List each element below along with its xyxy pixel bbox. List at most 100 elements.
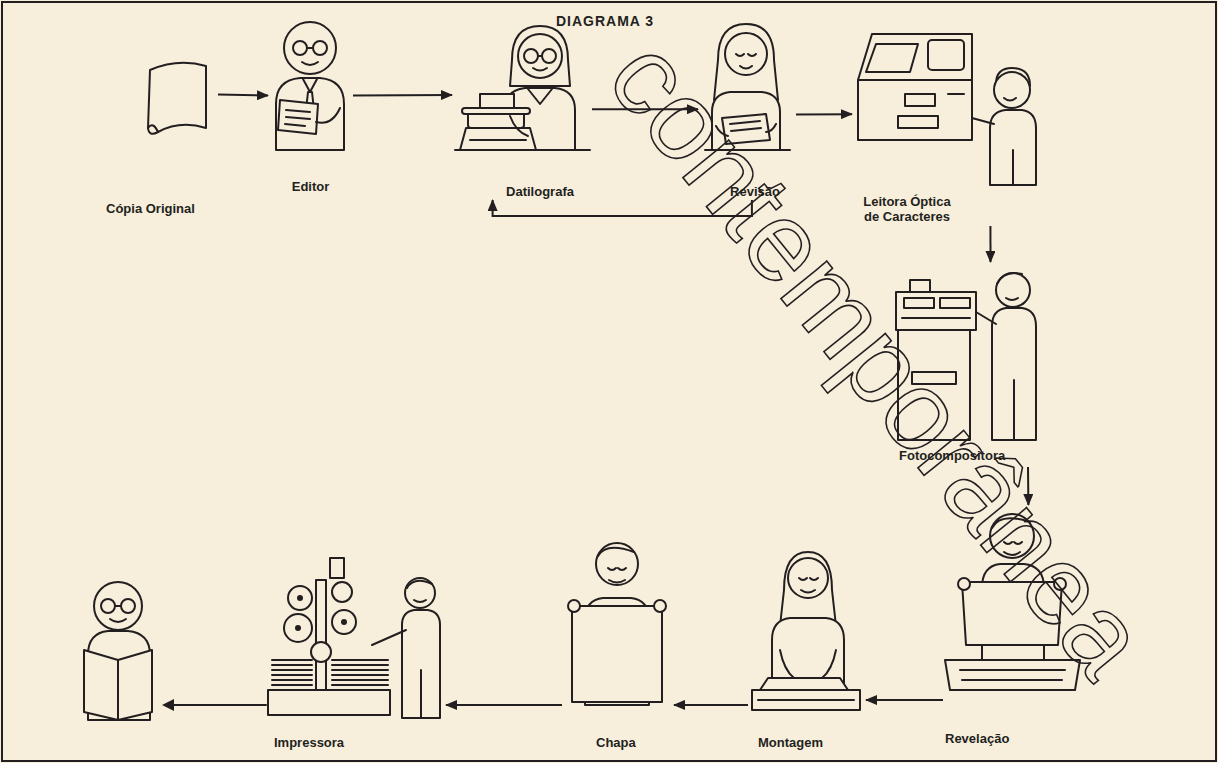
drawing-stroke <box>84 650 152 720</box>
station-node: Chapa <box>562 530 674 750</box>
drawing-stroke <box>510 26 570 86</box>
drawing-stroke <box>332 610 356 634</box>
drawing-stroke <box>910 280 930 292</box>
drawing-stroke <box>712 92 780 150</box>
drawing-stroke <box>316 108 340 123</box>
drawing-stroke <box>958 578 970 590</box>
drawing-stroke <box>172 704 266 706</box>
flow-arrow <box>1027 467 1029 505</box>
drawing-stroke <box>518 34 562 78</box>
station-label: Montagem <box>758 735 863 750</box>
station-label: Revelação <box>945 731 1065 746</box>
drawing-stroke <box>542 49 556 63</box>
station-node: Impressora <box>268 525 446 750</box>
flow-arrow <box>592 108 698 110</box>
station-label: Editor <box>268 179 353 194</box>
drawing-stroke <box>722 114 770 144</box>
drawing-stroke <box>758 699 854 701</box>
drawing-stroke <box>272 660 312 685</box>
drawing-stroke <box>341 619 347 625</box>
assembler-figure <box>752 552 860 710</box>
flow-arrow <box>989 226 991 262</box>
drawing-stroke <box>121 599 135 613</box>
drawing-stroke <box>716 124 776 136</box>
drawing-stroke <box>162 699 174 711</box>
drawing-stroke <box>276 78 344 150</box>
drawing-stroke <box>940 298 970 308</box>
station-node: Montagem <box>748 530 866 750</box>
drawing-stroke <box>101 599 115 613</box>
station-label: Cópia Original <box>106 201 218 216</box>
drawing-stroke <box>858 80 972 140</box>
station-label: Chapa <box>596 735 671 750</box>
drawing-stroke <box>268 690 390 715</box>
optical-reader-machine <box>858 34 972 140</box>
drawing-stroke <box>284 22 336 74</box>
drawing-stroke <box>976 312 996 324</box>
drawing-stroke <box>990 514 1034 558</box>
drawing-stroke <box>1013 380 1015 440</box>
drawing-stroke <box>896 292 976 330</box>
reviewer-figure <box>705 24 790 150</box>
drawing-stroke <box>714 24 778 100</box>
drawing-stroke <box>1012 150 1014 185</box>
drawing-stroke <box>302 48 318 65</box>
drawing-stroke <box>332 660 388 685</box>
drawing-stroke <box>462 108 530 114</box>
drawing-stroke <box>313 41 327 55</box>
drawing-stroke <box>997 273 1022 300</box>
drawing-stroke <box>568 600 580 612</box>
drawing-stroke <box>148 125 158 132</box>
drawing-stroke <box>898 116 938 128</box>
drawing-stroke <box>928 40 964 70</box>
drawing-stroke <box>420 670 422 718</box>
flow-arrow <box>446 704 562 706</box>
drawing-stroke <box>994 72 1030 108</box>
station-label: Fotocompositora <box>899 448 1039 463</box>
drawing-stroke <box>297 595 303 601</box>
drawing-stroke <box>284 614 312 642</box>
printer-operator <box>372 578 440 718</box>
drawing-stroke <box>960 670 1065 680</box>
station-node: Fotocompositora <box>893 262 1043 467</box>
drawing-stroke <box>1004 98 1016 101</box>
flow-arrow <box>353 94 452 97</box>
drawing-stroke <box>945 660 1080 690</box>
drawing-stroke <box>904 298 934 308</box>
phototypesetter-machine <box>896 280 976 440</box>
drawing-stroke <box>992 518 1030 555</box>
drawing-stroke <box>405 578 435 608</box>
drawing-stroke <box>654 600 666 612</box>
drawing-stroke <box>524 49 538 63</box>
drawing-stroke <box>990 110 1036 185</box>
printing-press <box>268 558 390 715</box>
drawing-stroke <box>596 543 638 585</box>
station-node: Leitora Óptica de Caracteres <box>852 28 1047 226</box>
drawing-stroke <box>866 44 918 72</box>
typist-figure <box>455 26 590 150</box>
drawing-stroke <box>295 625 301 631</box>
drawing-stroke <box>285 110 310 126</box>
station-label: Leitora Óptica de Caracteres <box>854 194 960 224</box>
drawing-stroke <box>117 660 119 720</box>
drawing-stroke <box>316 580 326 690</box>
drawing-stroke <box>912 372 956 384</box>
station-node: Datilografa <box>452 22 592 200</box>
drawing-stroke <box>372 630 406 645</box>
drawing-stroke <box>572 606 662 702</box>
drawing-stroke <box>332 582 352 602</box>
drawing-stroke <box>992 308 1036 440</box>
station-label: Datilografa <box>490 184 590 199</box>
paper-sheet <box>148 63 206 134</box>
drawing-stroke <box>303 79 317 92</box>
drawing-stroke <box>278 100 318 134</box>
drawing-stroke <box>598 548 634 583</box>
station-label: Revisão <box>714 184 796 199</box>
drawing-stroke <box>110 606 126 622</box>
drawing-stroke <box>736 54 756 69</box>
station-node: Cópia Original <box>100 55 218 220</box>
drawing-stroke <box>402 610 440 718</box>
flow-arrow <box>674 704 748 706</box>
flow-arrow <box>796 113 852 115</box>
